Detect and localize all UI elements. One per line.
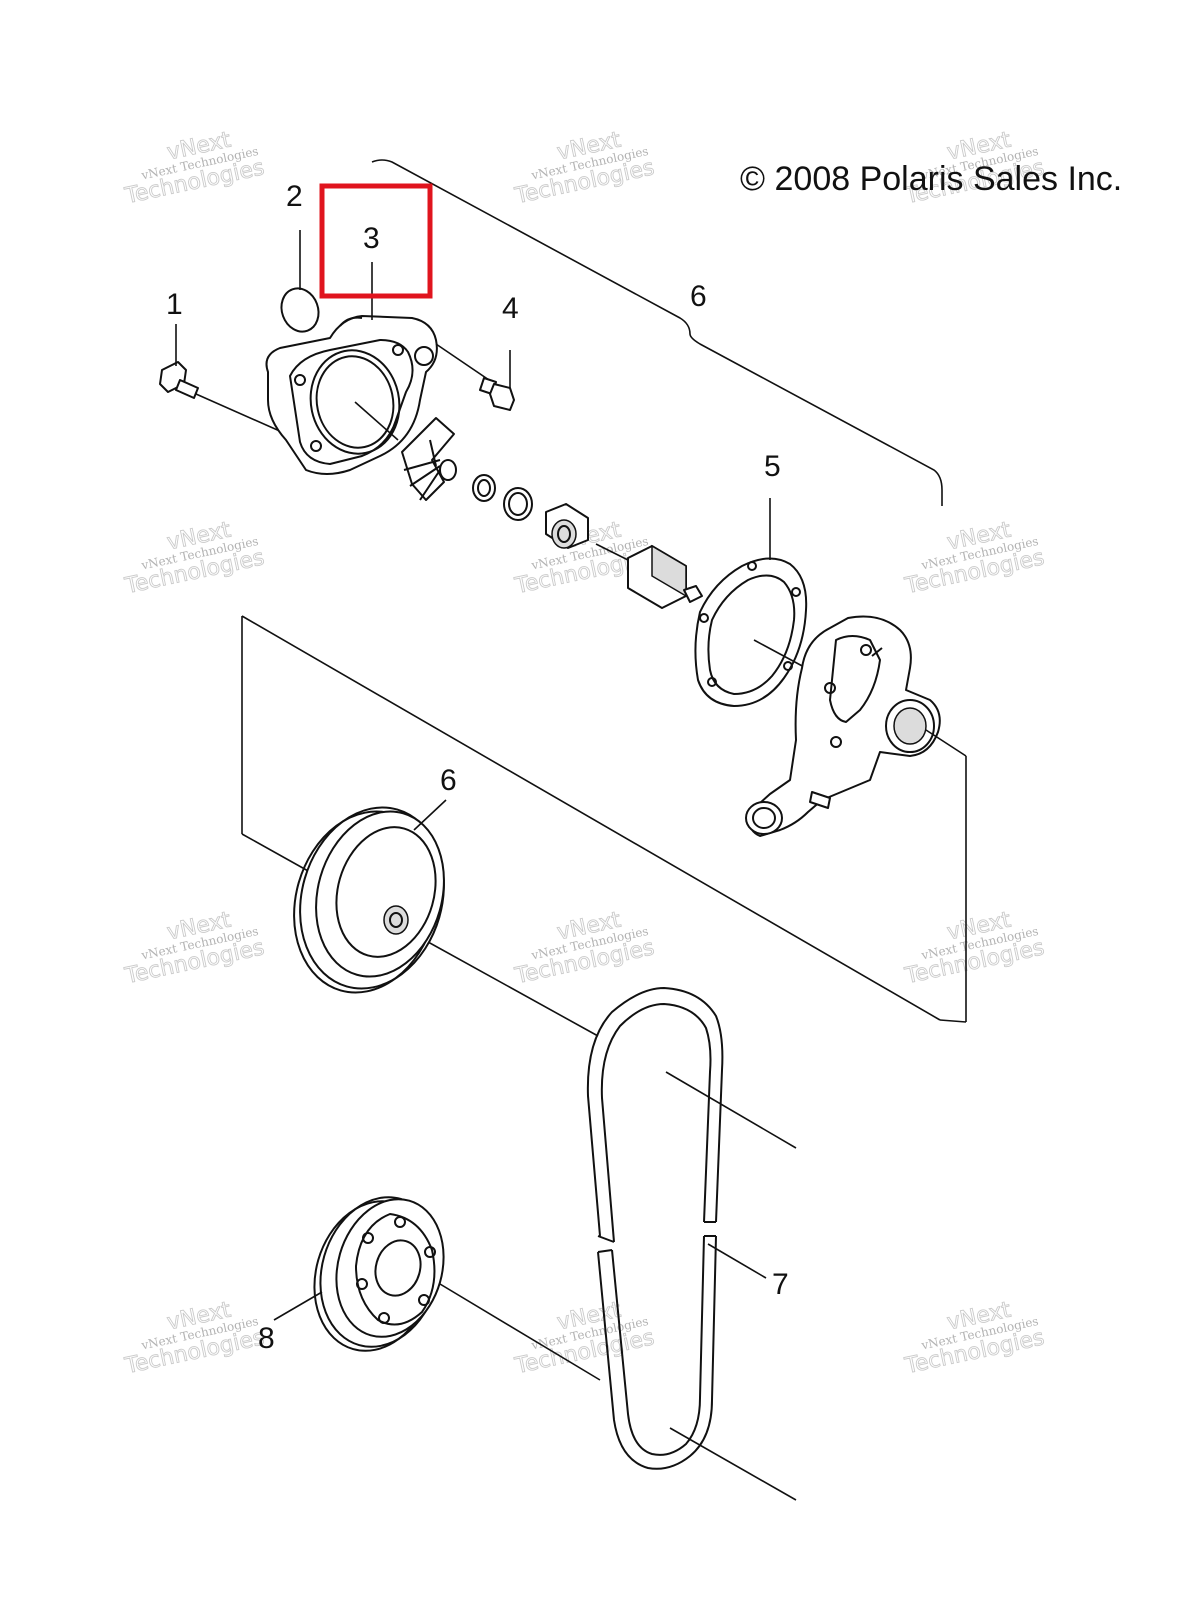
seal-ring-small [472, 474, 496, 502]
callout-5: 5 [764, 450, 781, 483]
callout-1: 1 [166, 288, 183, 321]
bolt-part-4 [435, 343, 515, 411]
axis-lines [241, 615, 967, 1501]
seal-ring-medium [503, 487, 533, 521]
callout-8: 8 [258, 1322, 275, 1355]
o-ring-part-2 [280, 287, 320, 333]
copyright-text: © 2008 Polaris Sales Inc. [740, 160, 1122, 198]
pump-housing [745, 615, 941, 837]
drive-belt-part-7 [586, 987, 724, 1470]
highlight-box-callout-3[interactable] [319, 183, 433, 299]
assembly-bracket [371, 159, 943, 506]
impeller [401, 417, 457, 501]
pulley-part-6 [293, 806, 445, 994]
gasket-part-5 [694, 557, 808, 707]
callout-6-assembly: 6 [690, 280, 707, 313]
bearing [545, 503, 589, 549]
callout-7: 7 [772, 1268, 789, 1301]
callout-4: 4 [502, 292, 519, 325]
callout-leaders [175, 230, 771, 1321]
callout-6-pulley: 6 [440, 764, 457, 797]
callout-3: 3 [363, 222, 380, 255]
pump-shaft [595, 543, 703, 609]
pulley-part-8 [313, 1196, 445, 1352]
pump-cover-part-3 [265, 315, 438, 475]
callout-2: 2 [286, 180, 303, 213]
